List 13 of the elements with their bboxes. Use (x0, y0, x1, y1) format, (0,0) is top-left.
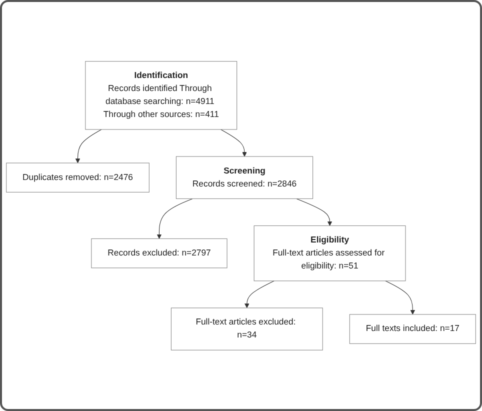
arrow (296, 198, 332, 226)
node-box: Eligibility Full-text articles assessed for eligibility: n=51 (254, 225, 406, 281)
arrow (244, 280, 274, 308)
node-box: Full texts included: n=17 (349, 314, 476, 344)
node-box: Records excluded: n=2797 (91, 238, 228, 268)
node-box: Duplicates removed: n=2476 (6, 162, 150, 192)
arrow (156, 198, 193, 239)
node-box: Full-text articles excluded: n=34 (170, 307, 323, 350)
arrow (75, 128, 102, 163)
node-box: Identification Records identified Through database searching: n=4911 Through other sources: n=411 (85, 60, 238, 130)
node-box: Screening Records screened: n=2846 (176, 156, 314, 199)
arrow (385, 280, 416, 314)
arrow (220, 128, 247, 156)
